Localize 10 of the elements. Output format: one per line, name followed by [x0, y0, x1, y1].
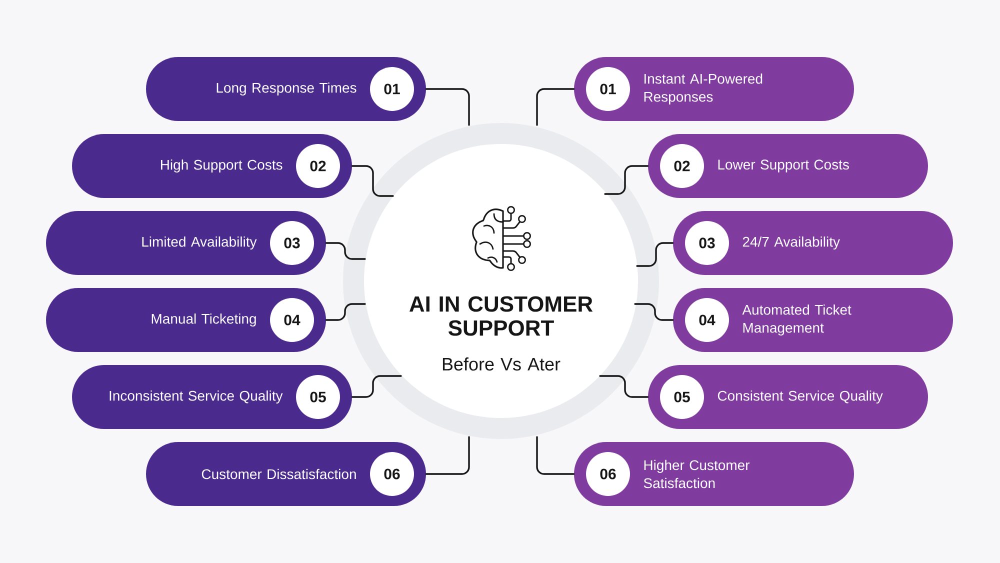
connector-line: [425, 436, 470, 475]
connector-line: [536, 436, 575, 475]
connector-line: [351, 375, 402, 398]
connector-line: [634, 303, 674, 321]
connector-line: [636, 242, 674, 267]
connector-line: [425, 88, 470, 126]
connector-line: [351, 165, 394, 197]
connector-line: [604, 165, 649, 195]
connector-line: [536, 88, 575, 126]
connector-line: [599, 375, 649, 398]
